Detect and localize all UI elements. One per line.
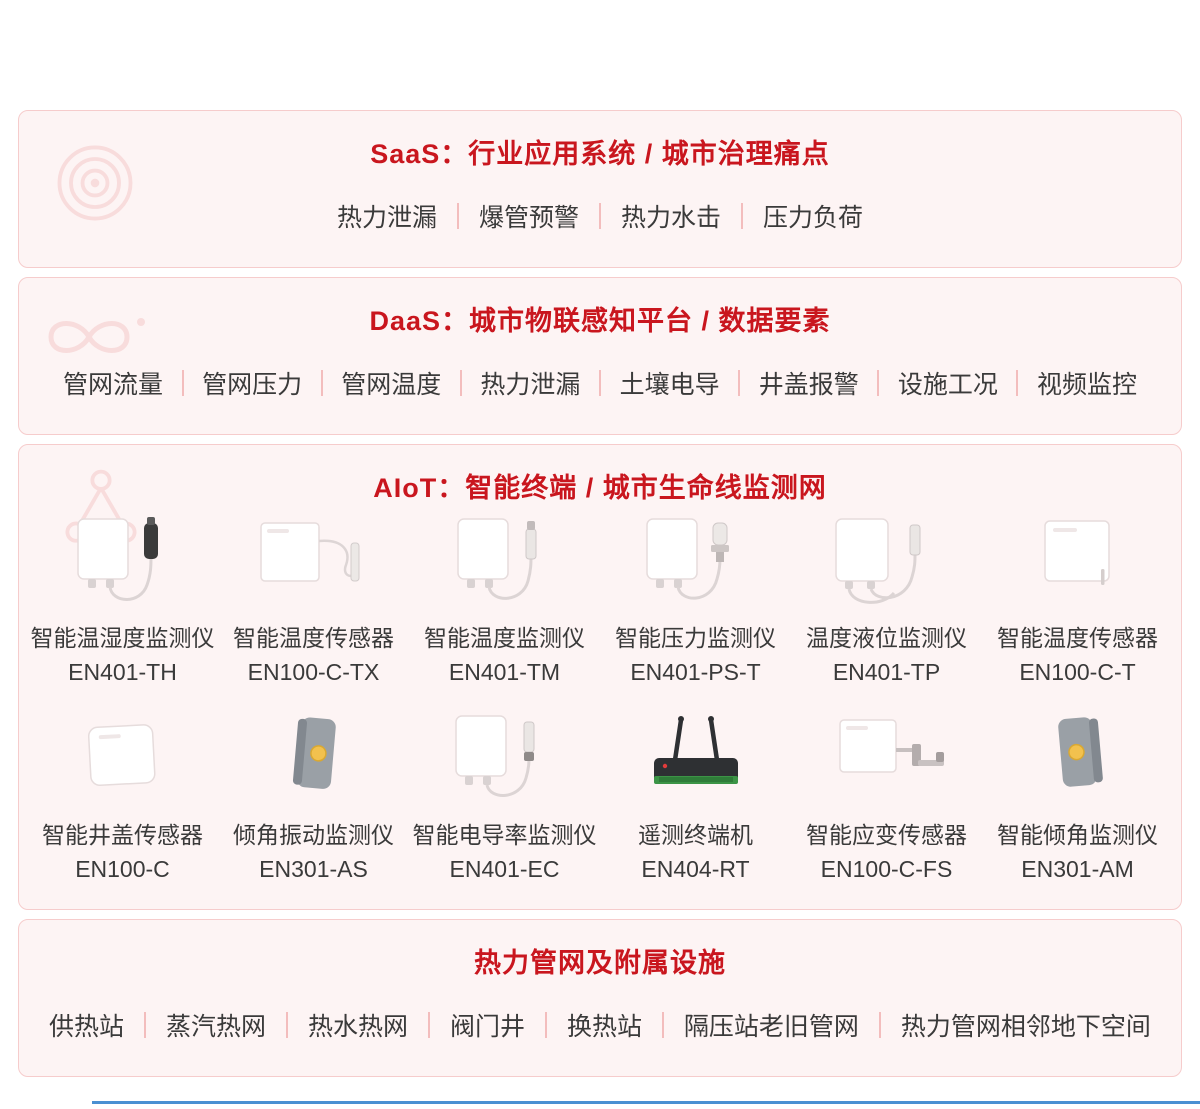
product-model: EN401-TH xyxy=(68,659,177,685)
product-name: 温度液位监测仪 xyxy=(806,625,967,651)
separator xyxy=(599,203,601,229)
product-name: 智能倾角监测仪 xyxy=(997,822,1158,848)
separator xyxy=(738,370,741,396)
daas-item: 井盖报警 xyxy=(758,371,859,399)
product-card: 智能温度监测仪 EN401-TM xyxy=(409,513,600,686)
product-name: 智能压力监测仪 xyxy=(615,625,776,651)
saas-items-row: 热力泄漏 爆管预警 热力水击 压力负荷 xyxy=(19,198,1181,234)
product-model: EN301-AM xyxy=(1021,856,1134,882)
daas-item: 土壤电导 xyxy=(619,371,720,399)
aiot-panel: AIoT：智能终端 / 城市生命线监测网 智能温湿度监测仪 EN401-TH xyxy=(18,444,1182,910)
saas-item: 热力水击 xyxy=(621,204,722,232)
product-card: 智能倾角监测仪 EN301-AM xyxy=(982,710,1173,883)
infrastructure-panel: 热力管网及附属设施 供热站 蒸汽热网 热水热网 阀门井 换热站 隔压站老旧管网 … xyxy=(18,919,1182,1077)
separator xyxy=(599,370,601,396)
tilt-vibration-monitor-device-image xyxy=(218,710,409,810)
separator xyxy=(427,1012,430,1038)
separator xyxy=(285,1012,288,1038)
product-card: 智能电导率监测仪 EN401-EC xyxy=(409,710,600,883)
infrastructure-item: 热水热网 xyxy=(307,1013,408,1041)
conductivity-monitor-device-image xyxy=(409,710,600,810)
product-card: 温度液位监测仪 EN401-TP xyxy=(791,513,982,686)
separator xyxy=(320,370,323,396)
infrastructure-item: 蒸汽热网 xyxy=(165,1013,266,1041)
product-model: EN100-C-T xyxy=(1019,659,1136,685)
separator xyxy=(456,203,459,229)
pressure-monitor-device-image xyxy=(600,513,791,613)
manhole-cover-sensor-device-image xyxy=(27,710,218,810)
infrastructure-items-row: 供热站 蒸汽热网 热水热网 阀门井 换热站 隔压站老旧管网 热力管网相邻地下空间 xyxy=(19,1007,1181,1043)
product-card: 智能温度传感器 EN100-C-T xyxy=(982,513,1173,686)
separator xyxy=(144,1012,146,1038)
infrastructure-item: 隔压站老旧管网 xyxy=(683,1013,859,1041)
product-model: EN301-AS xyxy=(259,856,368,882)
product-model: EN401-PS-T xyxy=(630,659,761,685)
separator xyxy=(544,1012,547,1038)
product-name: 智能温度传感器 xyxy=(997,625,1158,651)
product-model: EN100-C xyxy=(75,856,170,882)
separator xyxy=(741,203,744,229)
daas-item: 视频监控 xyxy=(1036,371,1137,399)
product-model: EN100-C-TX xyxy=(247,659,380,685)
infrastructure-item: 阀门井 xyxy=(449,1013,525,1041)
daas-title: DaaS：城市物联感知平台 / 数据要素 xyxy=(369,306,831,336)
product-name: 智能应变传感器 xyxy=(806,822,967,848)
infrastructure-title: 热力管网及附属设施 xyxy=(474,948,726,978)
separator xyxy=(459,370,462,396)
infinity-watermark-icon xyxy=(48,318,145,353)
product-card: 遥测终端机 EN404-RT xyxy=(600,710,791,883)
aiot-product-grid: 智能温湿度监测仪 EN401-TH 智能温度传感器 EN100-C-TX xyxy=(19,505,1181,909)
product-model: EN401-TM xyxy=(448,659,561,685)
separator xyxy=(878,1012,881,1038)
temperature-monitor-device-image xyxy=(409,513,600,613)
product-name: 智能电导率监测仪 xyxy=(412,822,597,848)
product-card: 智能井盖传感器 EN100-C xyxy=(27,710,218,883)
product-model: EN404-RT xyxy=(641,856,750,882)
separator xyxy=(877,370,880,396)
aiot-title: AIoT：智能终端 / 城市生命线监测网 xyxy=(373,473,827,503)
daas-item: 热力泄漏 xyxy=(480,371,581,399)
product-card: 倾角振动监测仪 EN301-AS xyxy=(218,710,409,883)
infrastructure-item: 供热站 xyxy=(49,1013,125,1041)
saas-item: 热力泄漏 xyxy=(336,204,437,232)
saas-title: SaaS：行业应用系统 / 城市治理痛点 xyxy=(370,139,830,169)
product-name: 智能温湿度监测仪 xyxy=(30,625,215,651)
saas-panel: SaaS：行业应用系统 / 城市治理痛点 热力泄漏 爆管预警 热力水击 压力负荷 xyxy=(18,110,1182,268)
daas-item: 管网压力 xyxy=(202,371,303,399)
daas-item: 管网流量 xyxy=(63,371,164,399)
daas-item: 设施工况 xyxy=(897,371,998,399)
temperature-sensor-box-device-image xyxy=(982,513,1173,613)
temperature-sensor-probe-device-image xyxy=(218,513,409,613)
infrastructure-item: 热力管网相邻地下空间 xyxy=(900,1013,1151,1041)
product-card: 智能温湿度监测仪 EN401-TH xyxy=(27,513,218,686)
product-model: EN401-EC xyxy=(449,856,560,882)
target-watermark-icon xyxy=(57,145,133,221)
temp-level-monitor-device-image xyxy=(791,513,982,613)
telemetry-terminal-device-image xyxy=(600,710,791,810)
saas-item: 压力负荷 xyxy=(763,204,864,232)
product-card: 智能应变传感器 EN100-C-FS xyxy=(791,710,982,883)
product-name: 智能温度传感器 xyxy=(233,625,394,651)
daas-items-row: 管网流量 管网压力 管网温度 热力泄漏 土壤电导 井盖报警 设施工况 视频监控 xyxy=(19,365,1181,401)
daas-item: 管网温度 xyxy=(341,371,442,399)
bottom-divider-line xyxy=(92,1101,1200,1104)
strain-sensor-device-image xyxy=(791,710,982,810)
separator xyxy=(181,370,184,396)
product-card: 智能温度传感器 EN100-C-TX xyxy=(218,513,409,686)
separator xyxy=(1016,370,1019,396)
product-name: 智能温度监测仪 xyxy=(424,625,585,651)
product-name: 倾角振动监测仪 xyxy=(233,822,394,848)
product-card: 智能压力监测仪 EN401-PS-T xyxy=(600,513,791,686)
infrastructure-item: 换热站 xyxy=(566,1013,642,1041)
diagram-stack: SaaS：行业应用系统 / 城市治理痛点 热力泄漏 爆管预警 热力水击 压力负荷… xyxy=(18,110,1182,1077)
saas-item: 爆管预警 xyxy=(478,204,579,232)
tilt-monitor-device-image xyxy=(982,710,1173,810)
product-model: EN100-C-FS xyxy=(820,856,953,882)
product-model: EN401-TP xyxy=(832,659,941,685)
temp-humidity-monitor-device-image xyxy=(27,513,218,613)
product-name: 遥测终端机 xyxy=(638,822,753,848)
separator xyxy=(661,1012,664,1038)
daas-panel: DaaS：城市物联感知平台 / 数据要素 管网流量 管网压力 管网温度 热力泄漏… xyxy=(18,277,1182,435)
product-name: 智能井盖传感器 xyxy=(42,822,203,848)
